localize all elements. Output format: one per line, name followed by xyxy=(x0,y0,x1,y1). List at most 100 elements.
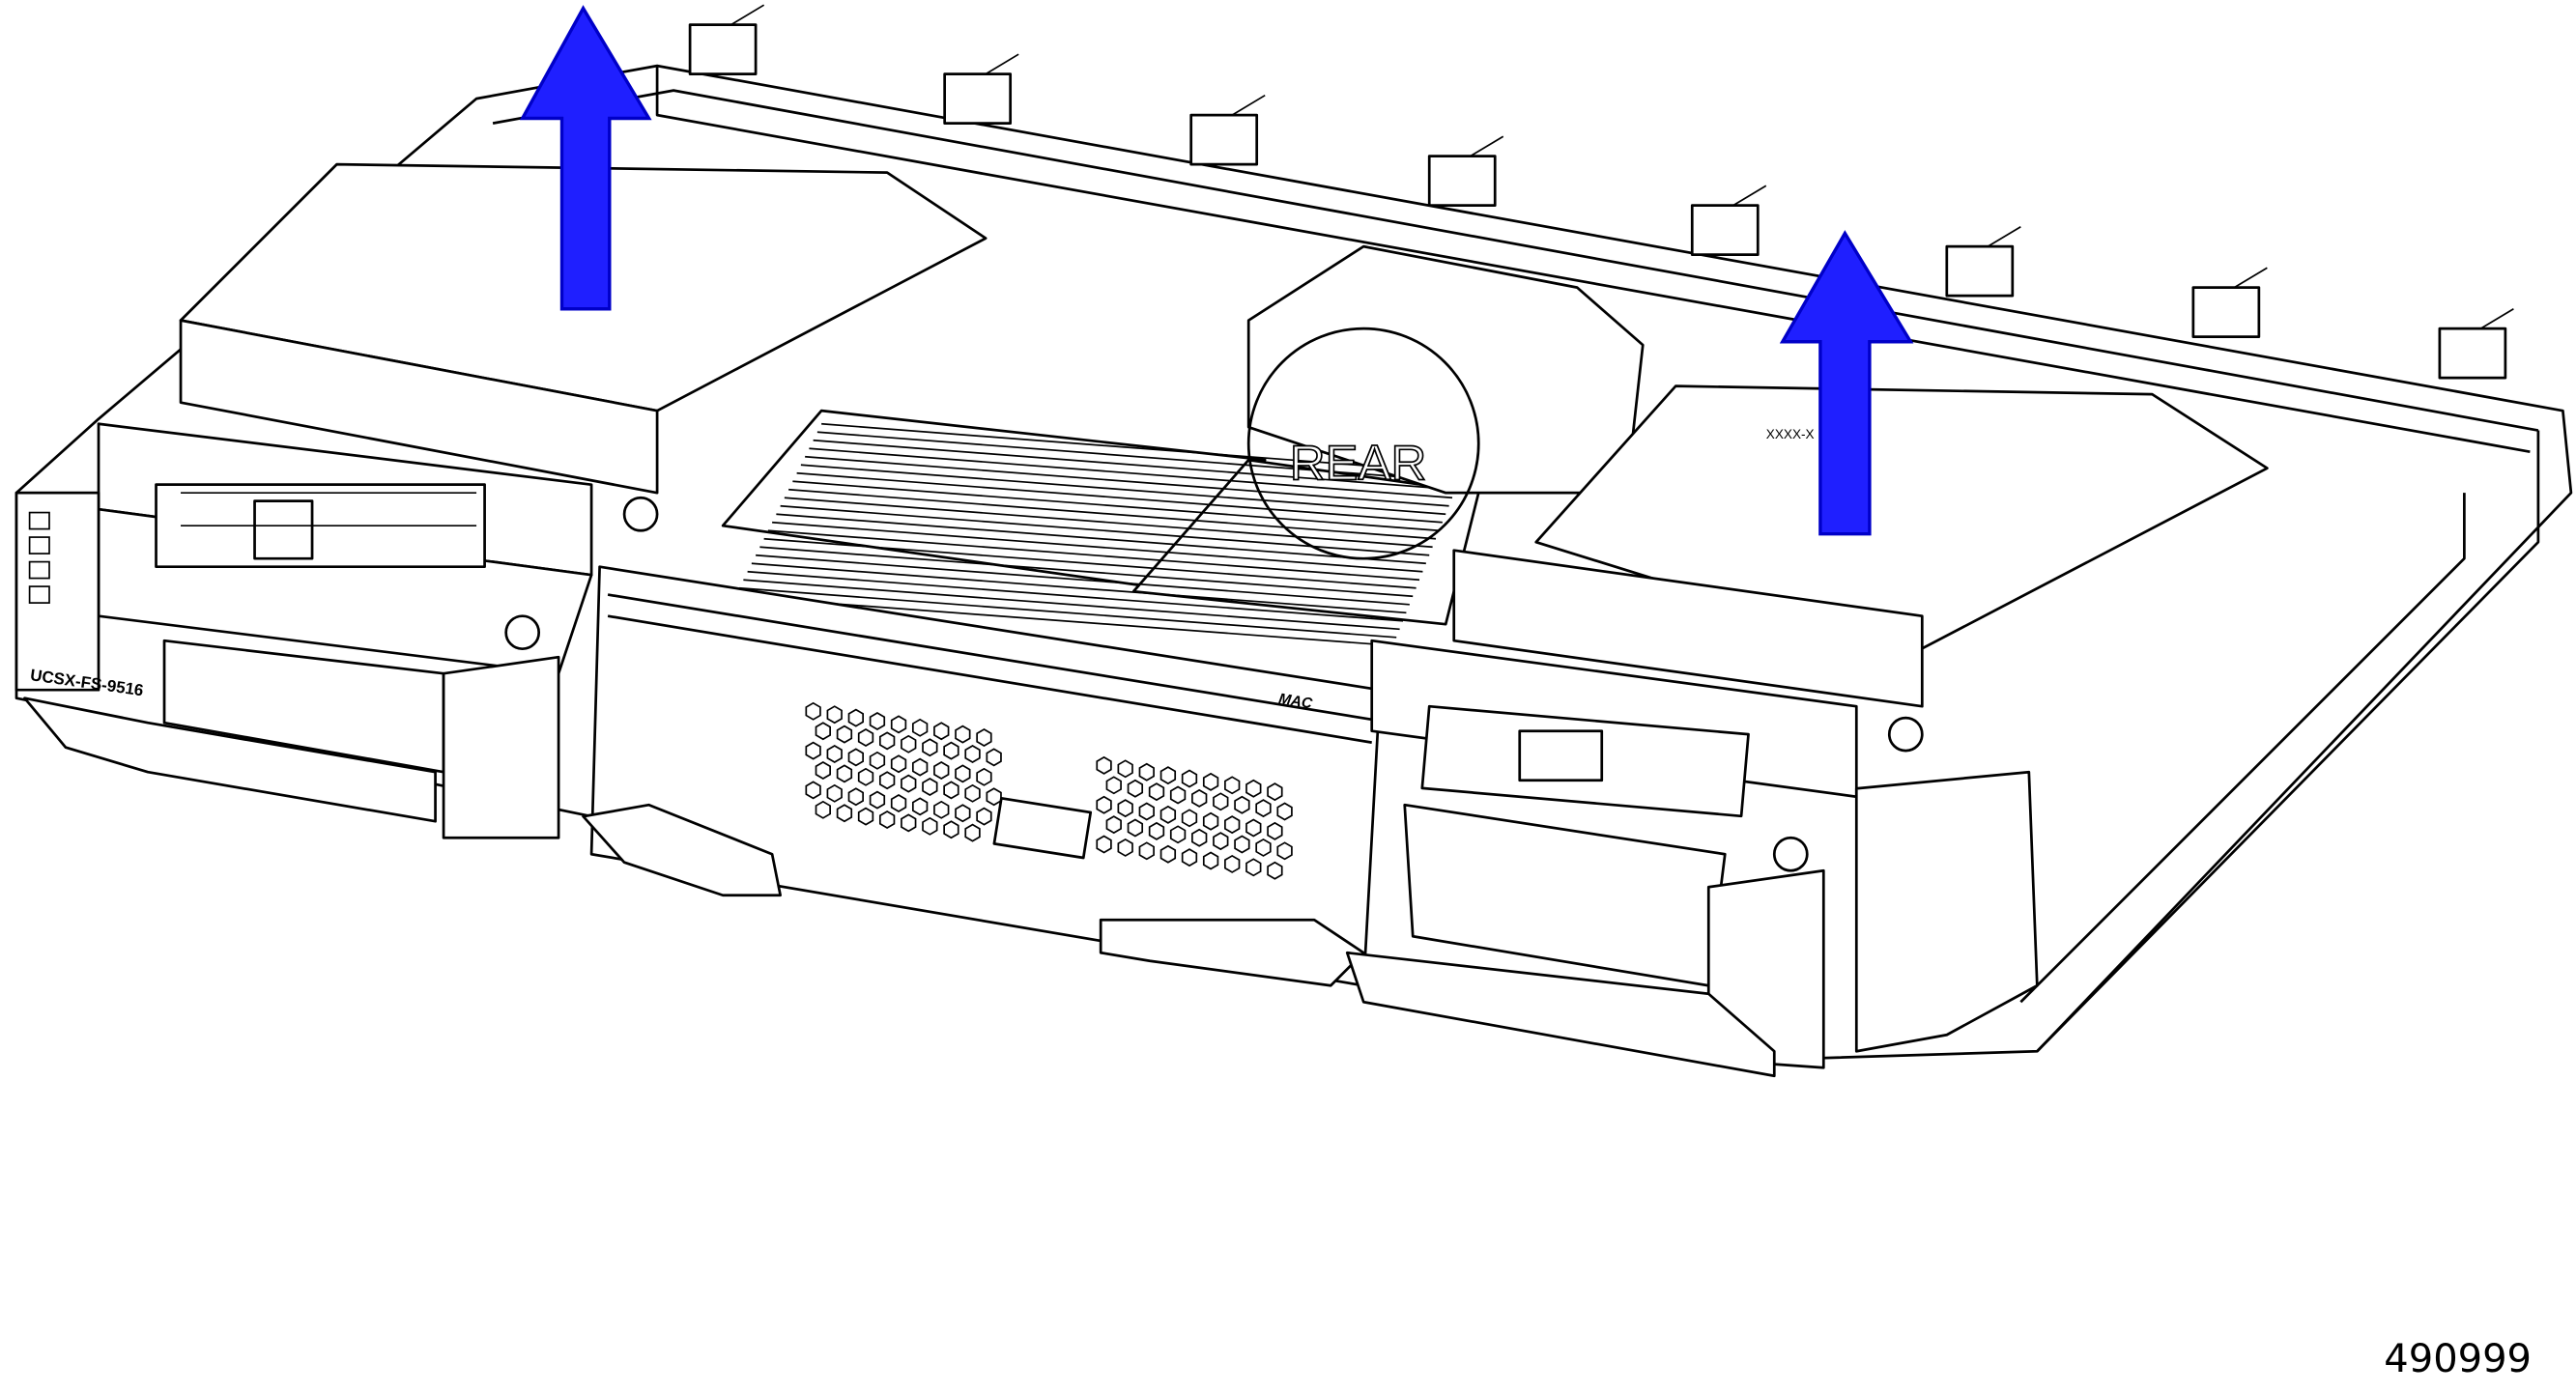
vent-hex xyxy=(1267,782,1283,802)
vent-hex xyxy=(890,754,907,774)
heatsink-fin xyxy=(739,586,1397,639)
heatsink-fin xyxy=(809,447,1453,499)
right-lift-arrow-icon xyxy=(1779,230,1914,536)
vent-hex xyxy=(857,767,874,786)
vent-hex xyxy=(911,757,929,777)
vent-hex xyxy=(1148,782,1165,802)
vent-hex xyxy=(955,725,971,744)
vent-hex xyxy=(1181,769,1198,788)
vent-hex xyxy=(1224,815,1241,835)
vent-hex xyxy=(847,787,864,807)
vent-hex xyxy=(815,800,831,819)
rear-connectors xyxy=(688,4,2514,380)
vent-hex xyxy=(1159,766,1177,785)
vent-hex xyxy=(1234,795,1250,814)
vent-hex xyxy=(1267,861,1283,880)
right-riser-cage: XXXX-X xyxy=(1370,384,2269,1069)
vent-hex xyxy=(869,751,886,770)
heatsink-fin xyxy=(767,529,1420,582)
front-panel: MAC xyxy=(589,565,1382,987)
vent-hex xyxy=(1096,795,1112,814)
vent-hex xyxy=(847,748,864,767)
vent-hex xyxy=(1159,805,1177,824)
vent-hex xyxy=(805,741,821,760)
heatsink-fin xyxy=(747,570,1404,622)
vent-hex xyxy=(943,741,959,760)
heatsink-fin xyxy=(821,422,1463,474)
vent-hex xyxy=(878,810,896,830)
vent-hex xyxy=(986,748,1002,767)
vent-hex xyxy=(815,722,831,741)
vent-hex xyxy=(836,764,853,783)
vent-hex xyxy=(1191,828,1208,847)
vent-hex xyxy=(1127,818,1144,838)
vent-hex xyxy=(1245,779,1262,798)
rear-marking: REAR xyxy=(1290,436,1427,491)
vent-hex xyxy=(964,823,981,842)
vent-hex xyxy=(1096,835,1112,854)
vent-hex xyxy=(869,712,886,730)
mac-label: MAC xyxy=(1277,691,1314,712)
vent-hex xyxy=(890,794,907,813)
vent-hex xyxy=(964,783,981,803)
vent-hex xyxy=(1117,759,1133,779)
heatsink-fin xyxy=(759,546,1414,598)
heatsink-fin xyxy=(743,579,1400,631)
vent-hex xyxy=(1202,851,1219,870)
vent-hex xyxy=(826,745,843,763)
vent-hex xyxy=(933,722,950,741)
vent-hex xyxy=(976,807,992,826)
vent-hex xyxy=(1202,811,1219,831)
vent-hex xyxy=(922,816,938,836)
part-label: XXXX-X xyxy=(1766,427,1815,441)
heatsink-fin xyxy=(788,488,1437,540)
vent-hex xyxy=(901,813,917,833)
vent-hex xyxy=(955,804,971,823)
vent-hex xyxy=(826,705,843,725)
heatsink-fin xyxy=(792,480,1440,532)
heatsink-fin xyxy=(772,521,1423,573)
vent-hex xyxy=(836,804,853,823)
heatsink-fin xyxy=(796,471,1443,524)
vent-hex xyxy=(922,738,938,757)
heatsink-fin xyxy=(816,431,1459,483)
heatsink-fin xyxy=(763,537,1417,589)
vent-hex xyxy=(1117,799,1133,818)
left-lift-arrow-icon xyxy=(519,5,652,311)
vent-hex xyxy=(1096,755,1112,775)
vent-hex xyxy=(1138,762,1155,782)
heatsink-fin xyxy=(776,513,1426,565)
vent-hex xyxy=(1105,776,1122,795)
vent-hex xyxy=(901,734,917,753)
heatsink-fin xyxy=(784,497,1433,549)
ejector-handles xyxy=(23,696,1776,1078)
vent-hex xyxy=(1213,792,1229,811)
vent-hex xyxy=(1127,779,1144,798)
vent-hex xyxy=(1138,841,1155,861)
heatsink-fin xyxy=(780,504,1430,556)
vent-hex xyxy=(1105,815,1122,835)
vent-hex xyxy=(986,787,1002,807)
vent-hex xyxy=(964,745,981,763)
vent-hex xyxy=(847,708,864,727)
heatsink-fin xyxy=(800,464,1446,516)
center-fan-module: REAR xyxy=(1246,244,1645,560)
vent-hex xyxy=(1234,835,1250,854)
vent-hex xyxy=(857,807,874,826)
vent-hex xyxy=(869,790,886,810)
vent-hex xyxy=(955,764,971,783)
heatsink-fin xyxy=(756,554,1410,606)
vent-hex xyxy=(890,715,907,734)
vent-hex xyxy=(1138,802,1155,821)
vent-hex xyxy=(826,783,843,803)
vent-hex xyxy=(1245,858,1262,877)
vent-hex xyxy=(1117,838,1133,857)
vent-hex xyxy=(836,725,853,744)
vent-hex xyxy=(805,781,821,800)
vent-hex xyxy=(1181,848,1198,867)
vent-hex xyxy=(815,761,831,780)
vent-hex xyxy=(1169,825,1187,844)
figure-number: 490999 xyxy=(2384,1337,2532,1381)
vent-hex xyxy=(922,778,938,796)
